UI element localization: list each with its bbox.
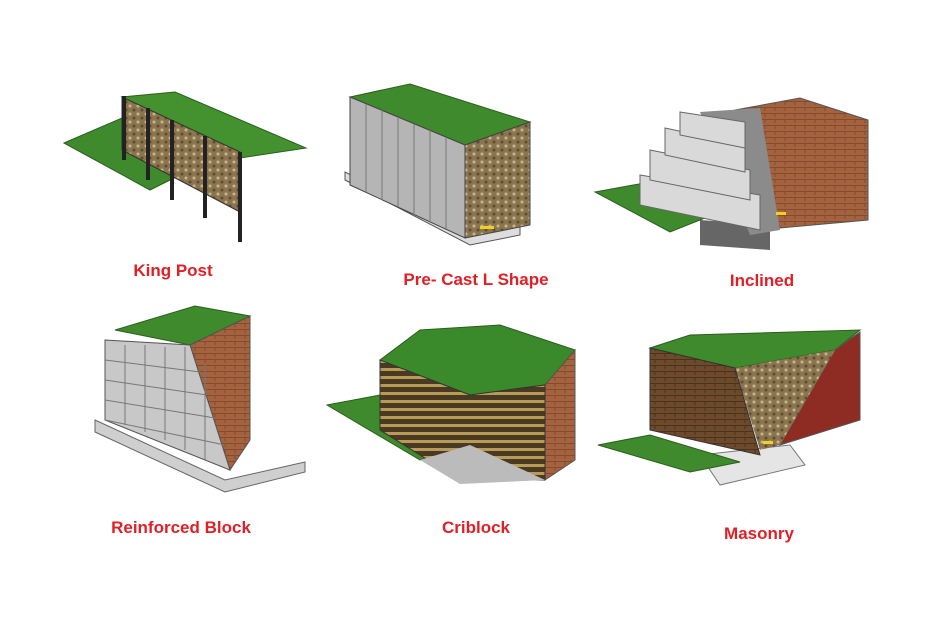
king-post-illustration bbox=[62, 91, 308, 242]
masonry-illustration bbox=[597, 329, 862, 486]
precast-l-shape-illustration bbox=[344, 83, 532, 246]
inclined-illustration bbox=[593, 97, 869, 250]
label-king-post: King Post bbox=[133, 261, 213, 280]
label-reinforced-block: Reinforced Block bbox=[111, 518, 251, 537]
label-precast-l-shape: Pre- Cast L Shape bbox=[403, 270, 549, 289]
label-masonry: Masonry bbox=[724, 524, 794, 543]
label-criblock: Criblock bbox=[441, 518, 511, 537]
label-inclined: Inclined bbox=[729, 271, 795, 290]
criblock-illustration bbox=[325, 324, 576, 484]
reinforced-block-illustration bbox=[94, 305, 306, 493]
